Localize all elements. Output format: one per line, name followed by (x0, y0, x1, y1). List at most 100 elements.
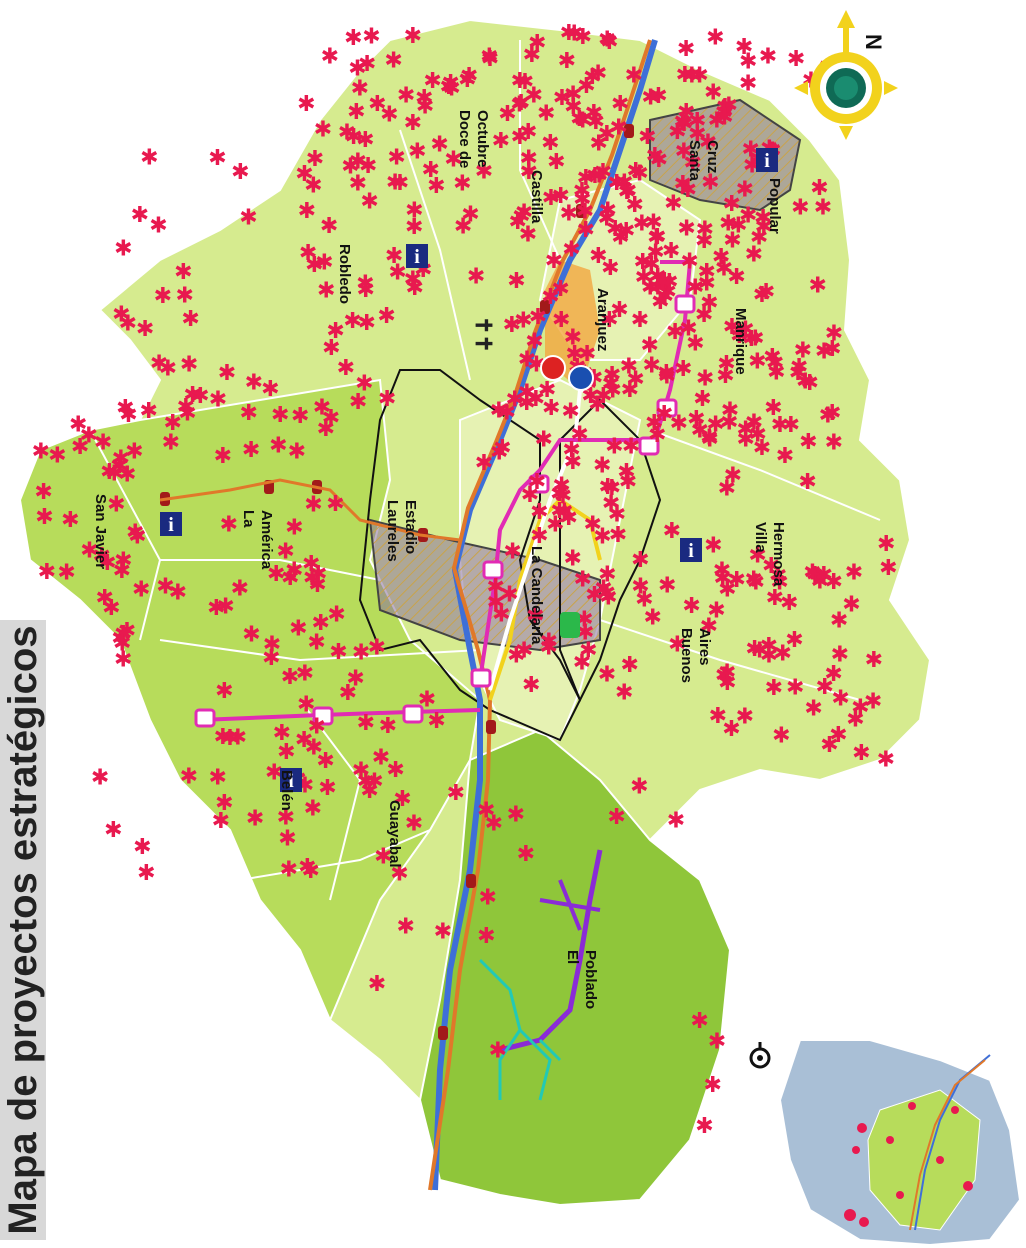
project-marker-icon: ✱ (679, 316, 697, 341)
project-marker-icon: ✱ (386, 170, 404, 195)
project-marker-icon: ✱ (467, 265, 485, 290)
cyan-route (478, 958, 562, 1101)
project-marker-icon: ✱ (598, 28, 616, 53)
project-marker-icon: ✱ (593, 525, 611, 550)
project-marker-icon: ✱ (815, 563, 833, 588)
poblado-line1: El (564, 950, 581, 964)
project-marker-icon: ✱ (750, 639, 768, 664)
project-marker-icon: ✱ (823, 401, 841, 426)
project-marker-icon: ✱ (368, 972, 386, 997)
project-marker-icon: ✱ (126, 521, 144, 546)
project-marker-icon: ✱ (574, 25, 592, 50)
project-marker-icon: ✱ (341, 155, 359, 180)
project-marker-icon: ✱ (518, 348, 536, 373)
project-marker-icon: ✱ (682, 594, 700, 619)
project-marker-icon: ✱ (618, 180, 636, 205)
project-marker-icon: ✱ (281, 665, 299, 690)
info-icon: i (680, 538, 702, 562)
district-label-belen: Belén (278, 770, 295, 811)
project-marker-icon: ✱ (715, 256, 733, 281)
project-marker-icon: ✱ (80, 538, 98, 563)
project-marker-icon: ✱ (703, 1073, 721, 1098)
project-marker-icon: ✱ (716, 95, 734, 120)
project-marker-icon: ✱ (304, 493, 322, 518)
project-marker-icon: ✱ (823, 337, 841, 362)
project-marker-icon: ✱ (368, 635, 386, 660)
project-marker-icon: ✱ (745, 637, 763, 662)
project-marker-icon: ✱ (551, 184, 569, 209)
metro-station-icon (540, 355, 594, 391)
project-marker-icon: ✱ (390, 861, 408, 886)
project-marker-icon: ✱ (418, 688, 436, 713)
svg-text:i: i (764, 150, 770, 172)
district-labels: Popular SantaCruz Manrique Aranjuez Cast… (92, 110, 787, 1009)
project-marker-icon: ✱ (337, 356, 355, 381)
project-marker-icon: ✱ (700, 291, 718, 316)
project-marker-icon: ✱ (291, 404, 309, 429)
project-marker-icon: ✱ (585, 583, 603, 608)
project-marker-icon: ✱ (707, 599, 725, 624)
info-icon: i (280, 768, 302, 792)
project-marker-icon: ✱ (517, 842, 535, 867)
project-marker-icon: ✱ (487, 590, 505, 615)
project-marker-icon: ✱ (772, 723, 790, 748)
project-marker-icon: ✱ (215, 791, 233, 816)
project-marker-icon: ✱ (320, 214, 338, 239)
district-label-la-candelaria: La Candelaria (528, 546, 545, 645)
project-marker-icon: ✱ (565, 342, 583, 367)
project-marker-icon: ✱ (683, 151, 701, 176)
project-marker-icon: ✱ (500, 582, 518, 607)
project-marker-icon: ✱ (271, 403, 289, 428)
project-marker-icon: ✱ (594, 160, 612, 185)
project-marker-icon: ✱ (298, 855, 316, 880)
project-marker-icon: ✱ (306, 147, 324, 172)
project-marker-icon: ✱ (460, 64, 478, 89)
info-icon: i (756, 148, 778, 172)
project-marker-icon: ✱ (716, 364, 734, 389)
district-label-manrique: Manrique (732, 308, 749, 375)
project-marker-icon: ✱ (441, 71, 459, 96)
project-marker-icon: ✱ (296, 661, 314, 686)
project-marker-icon: ✱ (648, 264, 666, 289)
project-marker-icon: ✱ (706, 412, 724, 437)
project-marker-icon: ✱ (404, 111, 422, 136)
project-marker-icon: ✱ (539, 636, 557, 661)
project-marker-icon: ✱ (348, 57, 366, 82)
tram-line (488, 389, 582, 691)
project-marker-icon: ✱ (700, 426, 718, 451)
project-marker-icon: ✱ (32, 439, 50, 464)
project-marker-icon: ✱ (102, 596, 120, 621)
project-marker-icon: ✱ (530, 500, 548, 525)
project-marker-icon: ✱ (357, 311, 375, 336)
project-marker-icon: ✱ (626, 159, 644, 184)
project-marker-icon: ✱ (576, 218, 594, 243)
project-marker-icon: ✱ (273, 721, 291, 746)
project-marker-icon: ✱ (356, 128, 374, 153)
compass-north-label: N (861, 34, 886, 50)
project-marker-icon: ✱ (305, 736, 323, 761)
project-marker-icon: ✱ (727, 265, 745, 290)
project-marker-icon: ✱ (344, 125, 362, 150)
project-marker-icon: ✱ (564, 95, 582, 120)
project-marker-icon: ✱ (766, 351, 784, 376)
project-marker-icon: ✱ (489, 1039, 507, 1064)
project-marker-icon: ✱ (615, 681, 633, 706)
hatched-zone-north (649, 98, 802, 212)
project-marker-icon: ✱ (688, 109, 706, 134)
project-marker-icon: ✱ (314, 117, 332, 142)
project-marker-icon: ✱ (434, 920, 452, 945)
project-marker-icon: ✱ (647, 226, 665, 251)
project-marker-icon: ✱ (877, 747, 895, 772)
project-marker-icon: ✱ (307, 715, 325, 740)
project-marker-icon: ✱ (104, 818, 122, 843)
project-marker-icon: ✱ (722, 717, 740, 742)
project-marker-icon: ✱ (416, 95, 434, 120)
project-marker-icon: ✱ (119, 403, 137, 428)
project-marker-icon: ✱ (485, 811, 503, 836)
project-marker-icon: ✱ (824, 662, 842, 687)
project-marker-icon: ✱ (405, 215, 423, 240)
project-marker-icon: ✱ (600, 30, 618, 55)
project-marker-icon: ✱ (641, 275, 659, 300)
project-marker-icon: ✱ (718, 661, 736, 686)
district-label-santa-cruz: SantaCruz (686, 140, 721, 182)
